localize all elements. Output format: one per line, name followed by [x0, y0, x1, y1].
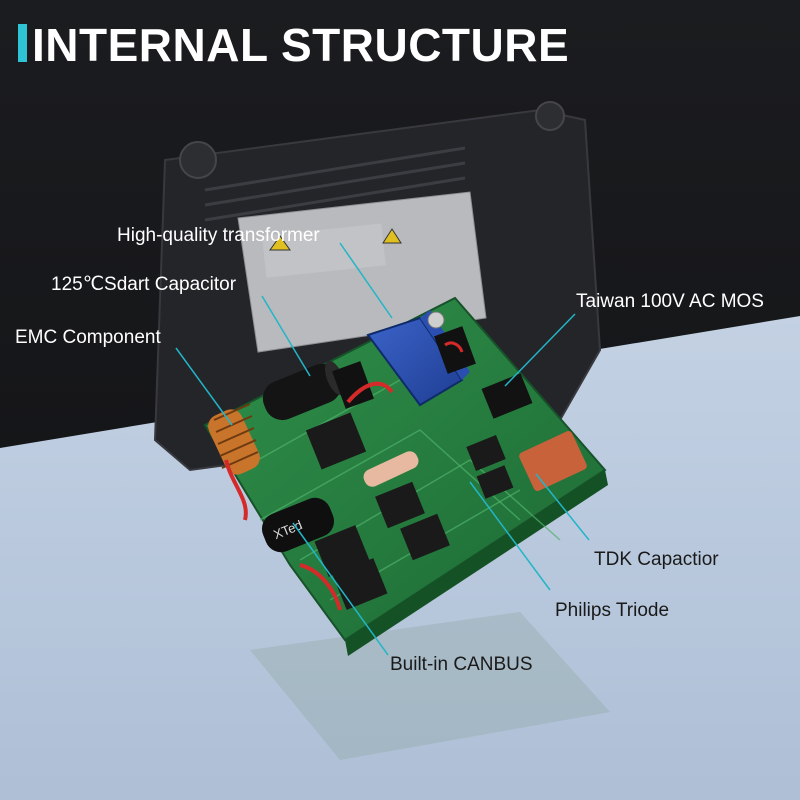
label-emc: EMC Component: [15, 327, 161, 348]
label-canbus: Built-in CANBUS: [390, 654, 533, 675]
label-capacitor: 125℃Sdart Capacitor: [51, 274, 237, 295]
label-mos: Taiwan 100V AC MOS: [576, 291, 764, 312]
mos-chip: [481, 373, 533, 419]
label-triode: Philips Triode: [555, 600, 670, 621]
leader-mos: [504, 313, 576, 387]
transistors: [305, 412, 514, 610]
callout-lines: [175, 242, 590, 656]
transformer: [332, 310, 476, 409]
leader-triode: [469, 481, 551, 591]
leader-tdk: [535, 473, 590, 541]
leader-capacitor: [261, 295, 311, 377]
emc-coil: [208, 403, 260, 521]
leader-emc: [175, 347, 233, 426]
leader-transformer: [339, 242, 393, 319]
tdk-capacitor: [519, 431, 587, 491]
label-transformer: High-quality transformer: [117, 225, 320, 246]
page-title: INTERNAL STRUCTURE: [32, 19, 570, 71]
title-accent-bar: [18, 24, 27, 62]
label-tdk: TDK Capactior: [594, 549, 719, 570]
leader-canbus: [292, 522, 389, 656]
resistor: [363, 451, 419, 487]
canbus-capacitor: XTed: [261, 497, 335, 553]
